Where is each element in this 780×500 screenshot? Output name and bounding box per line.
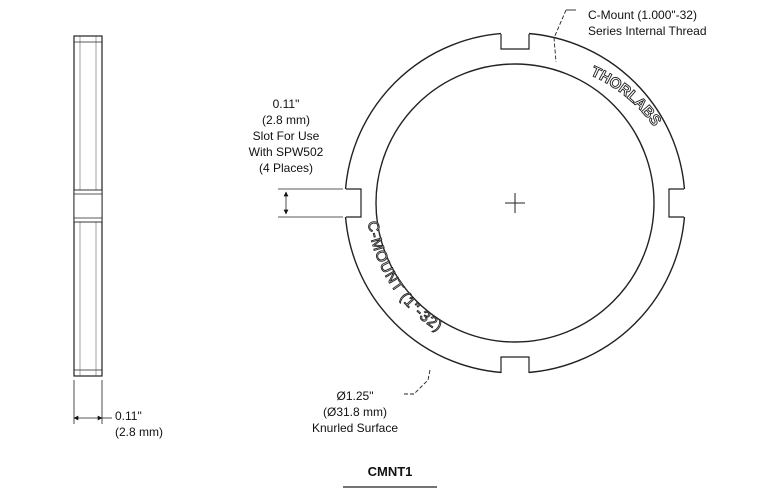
slot-label-tool: With SPW502 [249, 145, 324, 159]
slot-label-places: (4 Places) [259, 161, 313, 175]
diameter-label-mm: (Ø31.8 mm) [323, 405, 387, 419]
diameter-label-inch: Ø1.25" [337, 389, 374, 403]
diameter-leader [404, 369, 431, 395]
slot-dimension [278, 188, 343, 218]
thickness-dimension [73, 380, 112, 424]
slot-top [500, 31, 530, 50]
thickness-mm-label: (2.8 mm) [115, 425, 163, 439]
slot-bottom [500, 356, 530, 375]
thread-label-line1: C-Mount (1.000"-32) [588, 8, 697, 22]
thread-label-line2: Series Internal Thread [588, 24, 707, 38]
slot-label-mm: (2.8 mm) [262, 113, 310, 127]
part-number-title: CMNT1 [368, 464, 413, 479]
front-view-ring [343, 31, 687, 375]
slot-label-use: Slot For Use [253, 129, 320, 143]
slot-left [343, 188, 362, 218]
side-view [73, 35, 103, 377]
thickness-inch-label: 0.11" [115, 409, 142, 423]
thread-leader [553, 9, 567, 63]
slot-label-inch: 0.11" [273, 97, 300, 111]
diameter-label-surface: Knurled Surface [312, 421, 398, 435]
slot-right [668, 188, 687, 218]
